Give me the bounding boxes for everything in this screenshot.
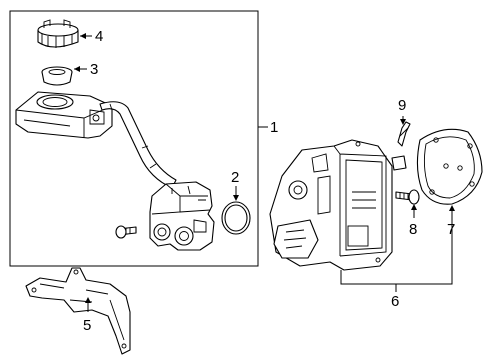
reservoir-seal [41, 66, 73, 86]
callout-7: 7 [447, 221, 455, 238]
control-module [269, 139, 407, 271]
gasket-plate [416, 128, 483, 205]
o-ring [221, 201, 251, 235]
reservoir [15, 91, 113, 139]
callout-5-arrow [85, 297, 91, 303]
callout-9: 9 [398, 97, 406, 114]
callout-7-arrow [449, 205, 455, 211]
pump-bolt [115, 225, 137, 239]
callout-3: 3 [90, 61, 98, 78]
callout-4: 4 [95, 28, 103, 45]
callout-1: 1 [270, 119, 278, 136]
reservoir-cap [37, 19, 79, 48]
mounting-bracket [25, 267, 131, 355]
callout-5: 5 [83, 317, 91, 334]
callout-3-arrow [74, 66, 80, 72]
callout-2: 2 [231, 169, 239, 186]
callout-4-arrow [80, 33, 86, 39]
callout-2-arrow [233, 195, 239, 201]
mounting-bolt [395, 189, 420, 205]
callout-8-arrow [411, 204, 417, 210]
pump-body [149, 181, 215, 251]
retaining-clip [397, 121, 411, 147]
callout-8: 8 [409, 221, 417, 238]
assembly-frame [9, 10, 259, 267]
callout-6: 6 [391, 293, 399, 310]
callout-9-arrow [400, 119, 406, 125]
